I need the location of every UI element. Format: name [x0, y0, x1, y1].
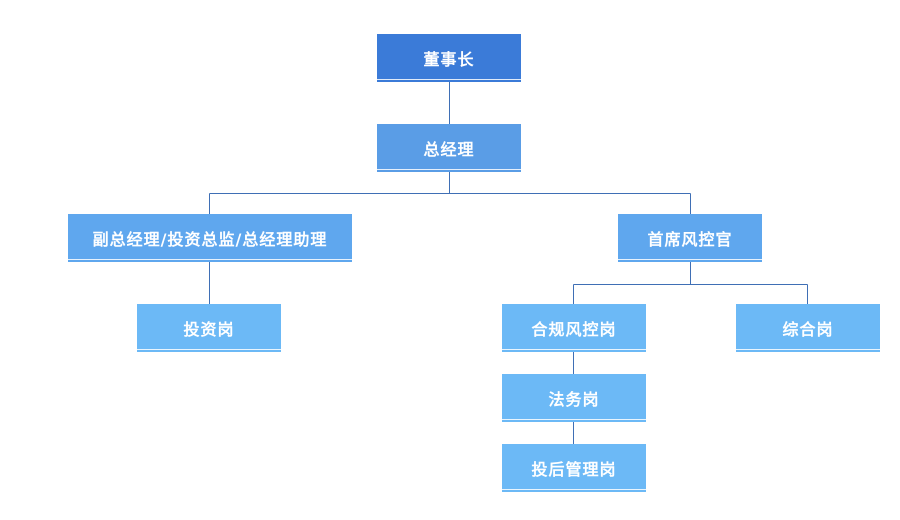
node-investment-post-label: 投资岗 [183, 320, 235, 339]
node-legal-post: 法务岗 [502, 374, 646, 422]
node-investment-post: 投资岗 [137, 304, 281, 352]
node-general-post-label: 综合岗 [782, 320, 834, 339]
node-chief-risk-officer: 首席风控官 [618, 214, 762, 262]
node-post-investment-post: 投后管理岗 [502, 444, 646, 492]
node-deputy-manager: 副总经理/投资总监/总经理助理 [68, 214, 352, 262]
node-risk-control-post-label: 合规风控岗 [531, 320, 617, 339]
node-general-post: 综合岗 [736, 304, 880, 352]
node-deputy-manager-label: 副总经理/投资总监/总经理助理 [92, 230, 328, 249]
node-post-investment-post-label: 投后管理岗 [531, 460, 617, 479]
node-legal-post-label: 法务岗 [548, 390, 600, 409]
node-chief-risk-officer-label: 首席风控官 [647, 230, 733, 249]
node-chairman-label: 董事长 [423, 50, 475, 69]
node-chairman: 董事长 [377, 34, 521, 82]
node-general-manager: 总经理 [377, 124, 521, 172]
node-risk-control-post: 合规风控岗 [502, 304, 646, 352]
node-general-manager-label: 总经理 [423, 140, 475, 159]
